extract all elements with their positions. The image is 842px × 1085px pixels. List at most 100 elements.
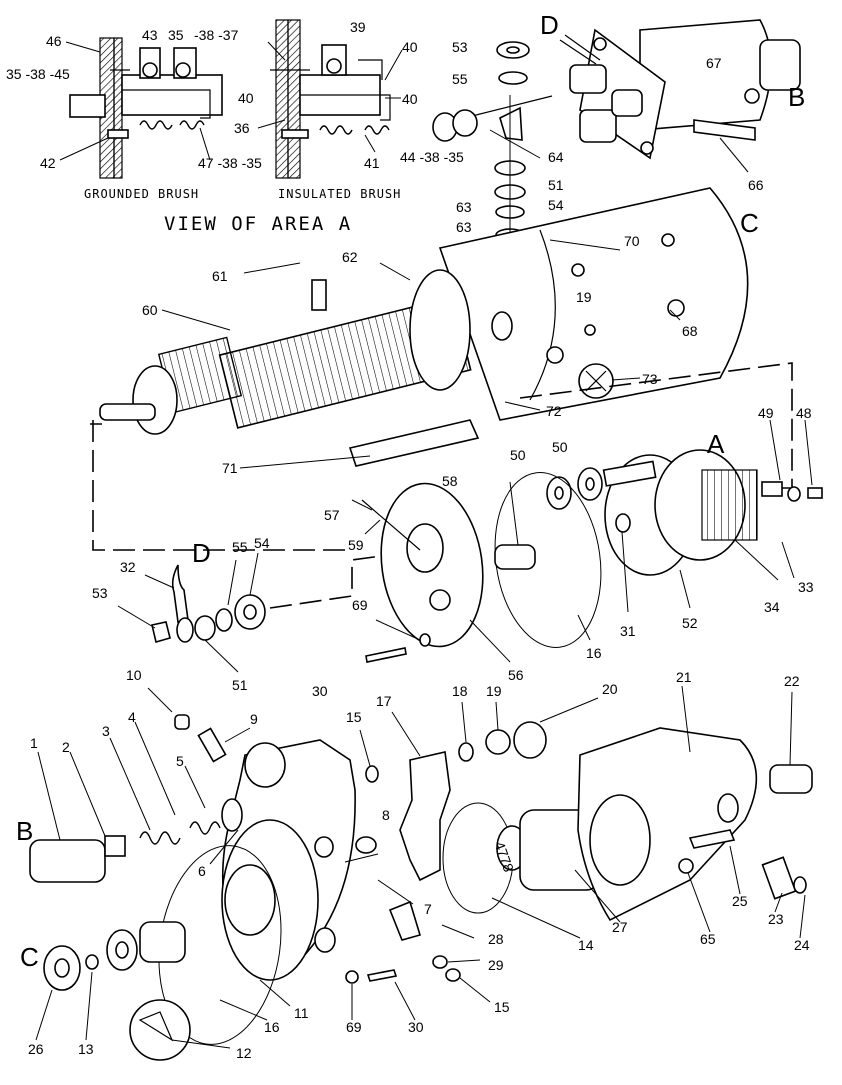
callout-55: 55 — [452, 71, 468, 87]
callout-68: 68 — [682, 323, 698, 339]
callout-32: 32 — [120, 559, 136, 575]
ref-letter-c-top: C — [740, 208, 759, 238]
callout-53: 53 — [92, 585, 108, 601]
callout-24: 24 — [794, 937, 810, 953]
callout-40: 40 — [238, 90, 254, 106]
callout-5: 5 — [176, 753, 184, 769]
callout-58: 58 — [442, 473, 458, 489]
leader-lines — [35, 41, 813, 1049]
callout-28: 28 — [488, 931, 504, 947]
ref-letter-d-top: D — [540, 10, 559, 40]
callout-25: 25 — [732, 893, 748, 909]
callout-70: 70 — [624, 233, 640, 249]
callout-50: 50 — [510, 447, 526, 463]
callout-17: 17 — [376, 693, 392, 709]
callout-38-37: -38 -37 — [194, 27, 239, 43]
callout-69: 69 — [346, 1019, 362, 1035]
callout-50: 50 — [552, 439, 568, 455]
callout-42: 42 — [40, 155, 56, 171]
callout-61: 61 — [212, 268, 228, 284]
callout-63: 63 — [456, 219, 472, 235]
callout-18: 18 — [452, 683, 468, 699]
washers-50 — [546, 467, 631, 533]
callout-19: 19 — [576, 289, 592, 305]
callout-30: 30 — [312, 683, 328, 699]
callout-66: 66 — [748, 177, 764, 193]
callout-2: 2 — [62, 739, 70, 755]
callout-12: 12 — [236, 1045, 252, 1061]
callout-21: 21 — [676, 669, 692, 685]
nose-housing — [577, 727, 813, 922]
callout-51: 51 — [232, 677, 248, 693]
ref-letter-c-bottom: C — [20, 942, 39, 972]
callout-26: 26 — [28, 1041, 44, 1057]
callout-59: 59 — [348, 537, 364, 553]
callout-30: 30 — [408, 1019, 424, 1035]
drive-end-plate — [361, 482, 536, 648]
callout-54: 54 — [548, 197, 564, 213]
callout-64: 64 — [548, 149, 564, 165]
callout-8: 8 — [382, 807, 390, 823]
callout-1: 1 — [30, 735, 38, 751]
callout-57: 57 — [324, 507, 340, 523]
gasket-16-upper — [494, 472, 602, 648]
callout-71: 71 — [222, 460, 238, 476]
callout-3: 3 — [102, 723, 110, 739]
armature — [99, 269, 480, 467]
callout-54: 54 — [254, 535, 270, 551]
callout-35-38-45: 35 -38 -45 — [6, 66, 70, 82]
callout-51: 51 — [548, 177, 564, 193]
ref-letter-b-top: B — [788, 82, 805, 112]
callout-43: 43 — [142, 27, 158, 43]
callout-20: 20 — [602, 681, 618, 697]
callout-11: 11 — [294, 1005, 309, 1021]
callout-48: 48 — [796, 405, 812, 421]
callout-14: 14 — [578, 937, 594, 953]
callout-23: 23 — [768, 911, 784, 927]
callout-9: 9 — [250, 711, 258, 727]
callout-55: 55 — [232, 539, 248, 555]
view-title: VIEW OF AREA A — [164, 213, 352, 235]
callout-15: 15 — [494, 999, 510, 1015]
lead-assembly-d — [151, 564, 266, 643]
callout-15: 15 — [346, 709, 362, 725]
frame-housing — [438, 187, 749, 421]
callout-72: 72 — [546, 403, 562, 419]
grounded-brush-caption: GROUNDED BRUSH — [84, 187, 199, 201]
callout-29: 29 — [488, 957, 504, 973]
ref-letter-d-mid: D — [192, 538, 211, 568]
callout-10: 10 — [126, 667, 142, 683]
insulated-brush-caption: INSULATED BRUSH — [278, 187, 401, 201]
callout-16: 16 — [586, 645, 602, 661]
callout-63: 63 — [456, 199, 472, 215]
ref-letter-b-bottom: B — [16, 816, 33, 846]
callout-13: 13 — [78, 1041, 94, 1057]
callout-44-38-35: 44 -38 -35 — [400, 149, 464, 165]
callout-41: 41 — [364, 155, 380, 171]
callout-47-38-35: 47 -38 -35 — [198, 155, 262, 171]
callout-73: 73 — [642, 371, 658, 387]
callout-7: 7 — [424, 901, 432, 917]
lower-small-parts — [43, 836, 461, 1061]
callout-34: 34 — [764, 599, 780, 615]
diagram-labels: VIEW OF AREA A GROUNDED BRUSH INSULATED … — [6, 10, 814, 1061]
callout-40: 40 — [402, 39, 418, 55]
callout-49: 49 — [758, 405, 774, 421]
callout-60: 60 — [142, 302, 158, 318]
callout-56: 56 — [508, 667, 524, 683]
callout-16: 16 — [264, 1019, 280, 1035]
solenoid-assembly — [439, 19, 801, 160]
pinion-shaft — [106, 921, 186, 971]
callout-69: 69 — [352, 597, 368, 613]
callout-62: 62 — [342, 249, 358, 265]
callout-22: 22 — [784, 673, 800, 689]
callout-35: 35 — [168, 27, 184, 43]
callout-67: 67 — [706, 55, 722, 71]
drive-housing — [221, 739, 356, 981]
callout-39: 39 — [350, 19, 366, 35]
callout-6: 6 — [198, 863, 206, 879]
ref-letter-a: A — [707, 429, 725, 459]
callout-53: 53 — [452, 39, 468, 55]
callout-65: 65 — [700, 931, 716, 947]
